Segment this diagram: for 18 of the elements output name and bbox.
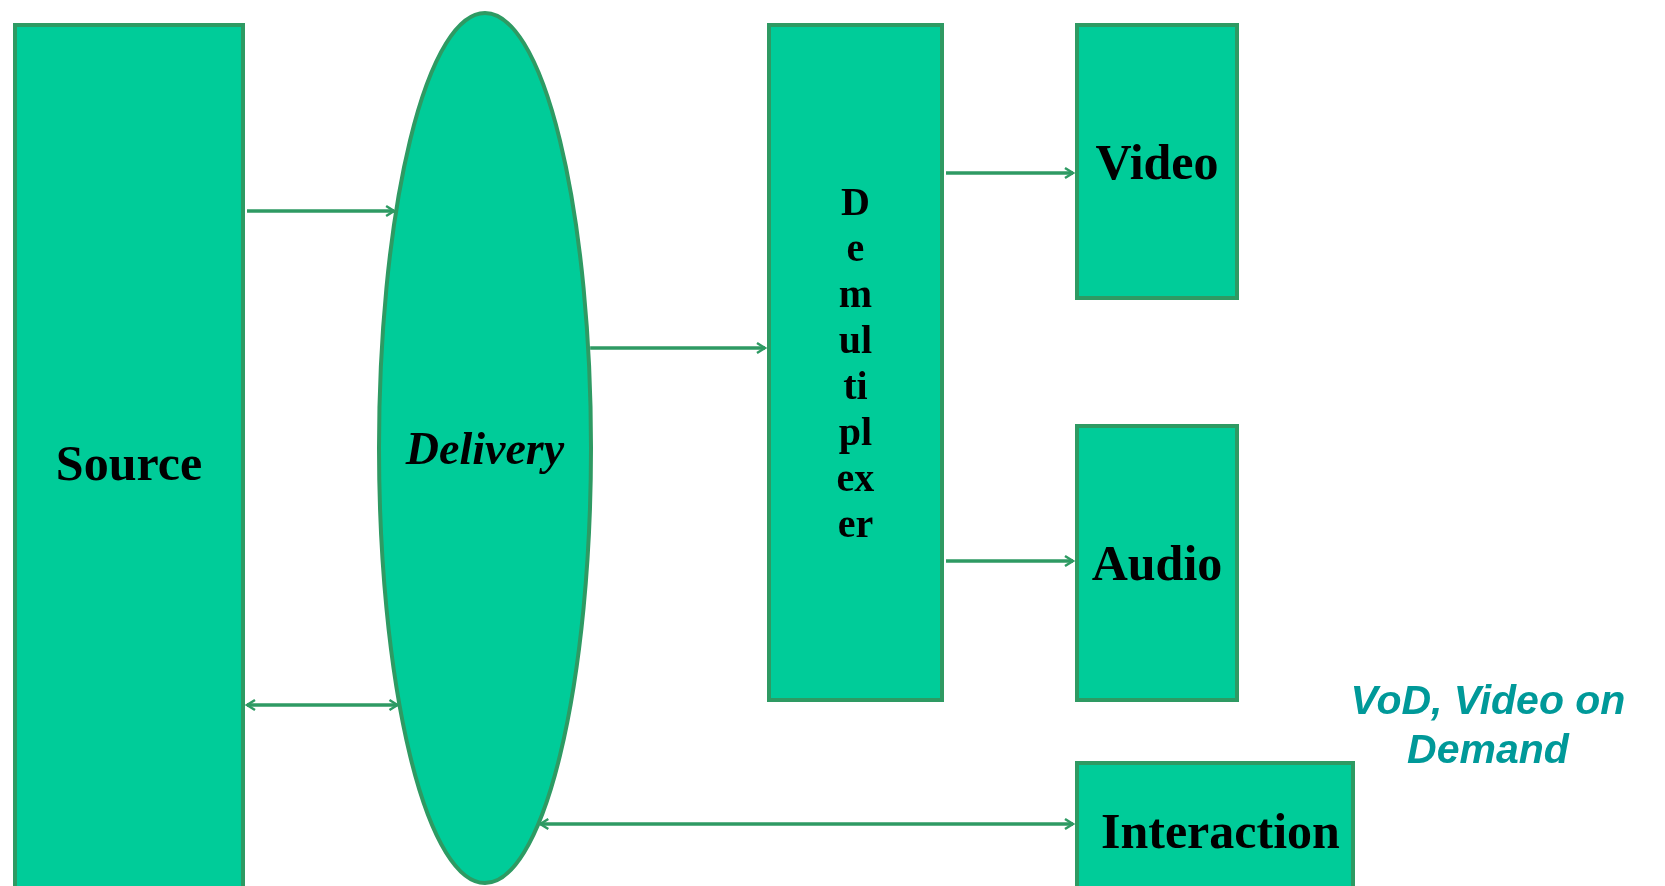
process-box	[1075, 761, 1355, 886]
arrow	[946, 554, 1075, 568]
arrow	[539, 817, 1075, 831]
node-label: Delivery	[405, 421, 565, 475]
process-box	[1075, 424, 1239, 702]
arrow	[590, 341, 767, 355]
node-label: Video	[1095, 132, 1219, 191]
arrow	[245, 698, 399, 712]
arrow	[946, 166, 1075, 180]
process-box	[767, 23, 944, 702]
vertical-label: Demultiplexer	[835, 178, 876, 547]
node-label: Interaction	[1101, 802, 1340, 860]
node-label: Source	[55, 434, 203, 492]
node-label: Audio	[1091, 534, 1223, 592]
process-box	[13, 23, 245, 886]
note-text: VoD, Video on Demand	[1349, 676, 1627, 775]
process-box	[1075, 23, 1239, 300]
arrow	[247, 204, 396, 218]
